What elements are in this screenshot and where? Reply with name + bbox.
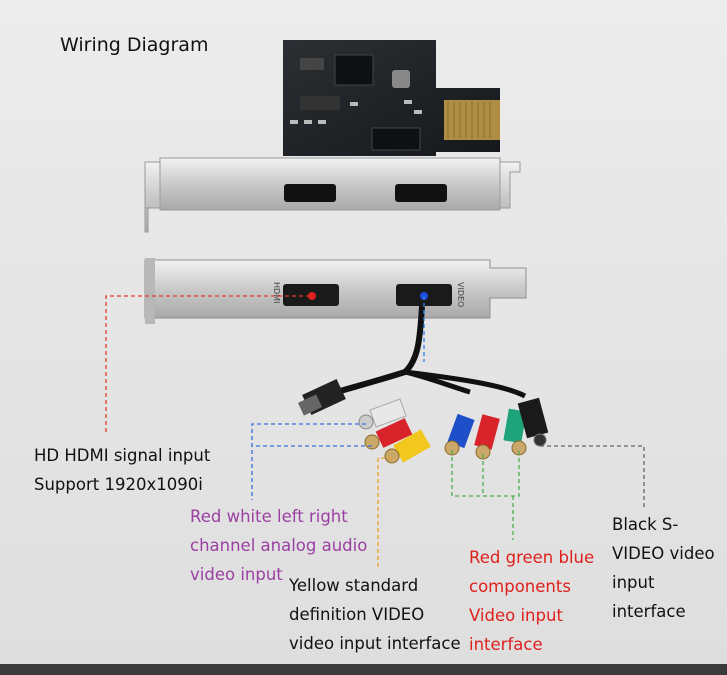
label-component-video: Red green blue components Video input in… xyxy=(469,543,594,659)
bottom-bracket: HDMI VIDEO xyxy=(144,258,527,324)
label-svideo-line-4: interface xyxy=(612,602,686,621)
label-component-line-3: Video input xyxy=(469,606,563,625)
svideo-leader-line xyxy=(540,445,645,510)
label-composite-line-2: definition VIDEO xyxy=(289,605,425,624)
audio-leader-line xyxy=(251,423,372,500)
svideo-plug xyxy=(517,397,549,447)
label-composite-line-3: video input interface xyxy=(289,634,461,653)
bracket-label-video: VIDEO xyxy=(456,282,465,307)
component-leader-line xyxy=(451,450,520,540)
label-component-line-4: interface xyxy=(469,635,543,654)
label-svideo-line-2: VIDEO video xyxy=(612,544,715,563)
label-audio-line-2: channel analog audio xyxy=(190,536,368,555)
bracket-label-hdmi: HDMI xyxy=(272,282,281,303)
label-hdmi-input: HD HDMI signal input Support 1920x1090i xyxy=(34,441,210,499)
rca-audio-white xyxy=(358,398,407,430)
rca-component-blue xyxy=(444,413,475,456)
label-svideo: Black S- VIDEO video input interface xyxy=(612,510,715,626)
rca-composite-yellow xyxy=(384,429,431,464)
label-hdmi-line-1: HD HDMI signal input xyxy=(34,446,211,465)
hdmi-port-marker xyxy=(308,292,316,300)
label-component-line-2: components xyxy=(469,577,571,596)
main-chip xyxy=(334,54,374,86)
pcb-card xyxy=(283,40,500,156)
secondary-chip xyxy=(371,127,421,151)
label-audio-line-1: Red white left right xyxy=(190,507,348,526)
label-component-line-1: Red green blue xyxy=(469,548,595,567)
label-svideo-line-3: input xyxy=(612,573,655,592)
rca-component-red xyxy=(474,414,500,460)
label-composite-line-1: Yellow standard xyxy=(289,576,419,595)
label-svideo-line-1: Black S- xyxy=(612,515,679,534)
footer-bar xyxy=(0,664,727,675)
label-audio-line-3: video input xyxy=(190,565,283,584)
breakout-cable xyxy=(297,305,549,464)
label-analog-audio: Red white left right channel analog audi… xyxy=(190,502,367,589)
hdmi-plug xyxy=(297,379,346,416)
composite-leader-line xyxy=(377,457,392,568)
label-composite-video: Yellow standard definition VIDEO video i… xyxy=(289,571,461,658)
diagram-title: Wiring Diagram xyxy=(60,34,209,56)
top-bracket xyxy=(144,157,521,233)
hdmi-leader-line xyxy=(105,295,310,432)
label-hdmi-line-2: Support 1920x1090i xyxy=(34,475,203,494)
rca-component-green xyxy=(503,408,527,456)
